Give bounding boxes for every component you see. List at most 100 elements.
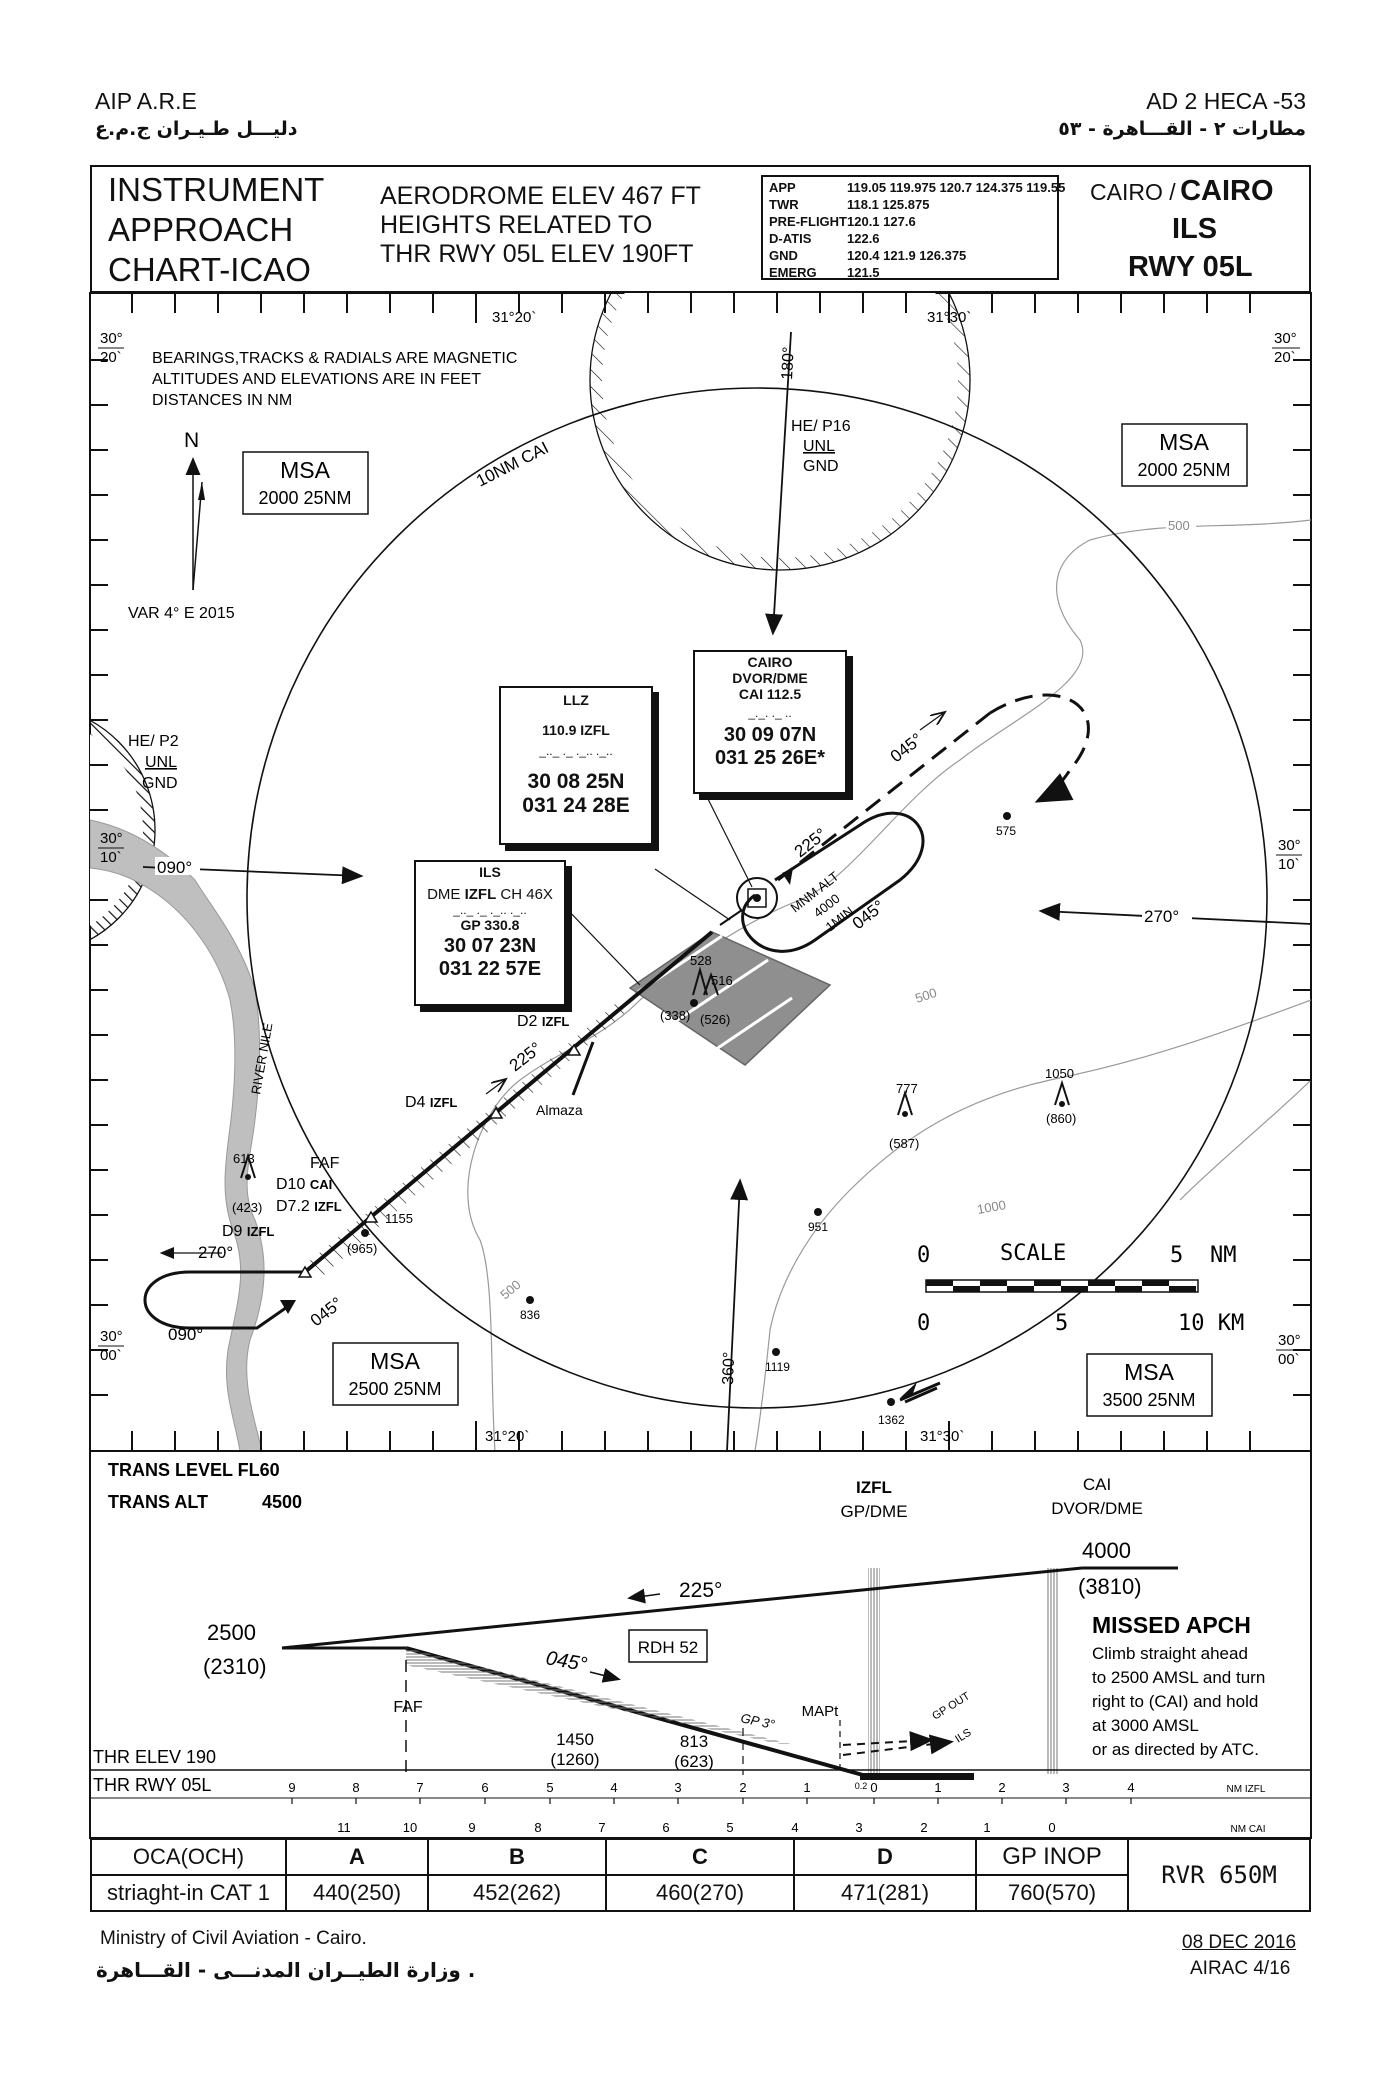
vor-dme-icon — [736, 877, 778, 919]
svg-text:3: 3 — [855, 1820, 862, 1835]
profile-outbound-line — [281, 1566, 1083, 1650]
llz-morse: _.._ ._ ._.. ._.. — [539, 744, 613, 758]
alt-2500: 2500 — [207, 1620, 256, 1645]
svg-text:1050: 1050 — [1045, 1066, 1074, 1081]
svg-text:3: 3 — [1062, 1780, 1069, 1795]
contour-label-500: 500 — [913, 985, 938, 1006]
svg-text:9: 9 — [288, 1780, 295, 1795]
contour-label-1000: 1000 — [976, 1197, 1007, 1217]
coord-lat-top-min: 20` — [100, 349, 122, 366]
note-line-2: ALTITUDES AND ELEVATIONS ARE IN FEET — [152, 371, 481, 388]
runway-name: RWY 05L — [1128, 251, 1253, 283]
aip-label: AIP A.R.E — [95, 88, 197, 114]
svg-text:3: 3 — [674, 1780, 681, 1795]
coord-lat-top-deg-r: 30° — [1274, 330, 1297, 347]
obstacle-icon — [692, 966, 708, 996]
llz-lat: 30 08 25N — [527, 770, 625, 793]
svg-text:4: 4 — [1127, 1780, 1134, 1795]
coord-lon-left-top: 31°20` — [492, 309, 536, 326]
variation-label: VAR 4° E 2015 — [128, 605, 235, 622]
aip-label-arabic: دليـــل طـيـران ج.م.ع — [95, 118, 298, 140]
coord-lon-left-bottom: 31°20` — [485, 1428, 529, 1445]
chart-type: INSTRUMENT APPROACH CHART-ICAO — [108, 171, 325, 288]
alt-1450: 1450 — [556, 1730, 594, 1749]
effective-date: 08 DEC 2016 — [1182, 1932, 1297, 1953]
minima-cat-d: D — [793, 1838, 977, 1876]
svg-text:1: 1 — [983, 1820, 990, 1835]
contour-1000 — [754, 999, 1311, 1451]
obstacle-icon — [703, 971, 719, 996]
runway-05c — [699, 996, 793, 1062]
spot-elevation-dot — [690, 999, 698, 1007]
ils-head: ILS — [479, 864, 501, 880]
holding-pattern-cai — [741, 811, 925, 953]
gp-out-label: GP OUT — [930, 1690, 972, 1723]
svg-text:1362: 1362 — [878, 1413, 905, 1427]
vor-info-box: CAIRO DVOR/DME CAI 112.5 _._. ._ .. 30 0… — [693, 650, 847, 794]
alt-4000: 4000 — [1082, 1538, 1131, 1563]
coord-lat-mid-min: 10` — [100, 849, 122, 866]
elev-516: 516 — [711, 973, 733, 988]
svg-text:2500 25NM: 2500 25NM — [348, 1379, 441, 1399]
svg-text:0: 0 — [1048, 1820, 1055, 1835]
coord-lat-top-min-r: 20` — [1274, 349, 1296, 366]
svg-text:MSA: MSA — [1159, 429, 1210, 455]
minima-col-head: OCA(OCH) — [90, 1838, 287, 1876]
svg-text:8: 8 — [534, 1820, 541, 1835]
svg-text:(965): (965) — [347, 1241, 377, 1256]
svg-text:10: 10 — [403, 1820, 417, 1835]
vor-lat: 30 09 07N — [723, 724, 817, 746]
track-045-profile: 045° — [544, 1647, 589, 1676]
chart-city: CAIRO / CAIRO — [1090, 175, 1274, 207]
p16-upper: UNL — [803, 438, 835, 455]
procedure-name: ILS — [1172, 213, 1218, 245]
llz-head: LLZ — [563, 692, 589, 708]
llz-freq: 110.9 IZFL — [542, 722, 610, 738]
izfl-label: IZFL — [856, 1478, 892, 1497]
minima-gp-inop: GP INOP — [975, 1838, 1129, 1876]
obstacle-clearance-surface — [406, 1648, 790, 1744]
svg-text:10 KM: 10 KM — [1178, 1311, 1244, 1336]
fix-d2-label: D2 IZFL — [517, 1013, 569, 1030]
minima-value-a: 440(250) — [285, 1874, 429, 1912]
svg-text:MSA: MSA — [280, 457, 331, 483]
ils-morse: _.._ ._ ._.. ._.. — [453, 903, 527, 917]
svg-text:951: 951 — [808, 1220, 828, 1234]
svg-text:836: 836 — [520, 1308, 540, 1322]
coord-lat-mid-min-r: 10` — [1278, 856, 1300, 873]
ministry-label: Ministry of Civil Aviation - Cairo. — [100, 1928, 367, 1949]
svg-text:777: 777 — [896, 1081, 918, 1096]
p2-lower: GND — [142, 775, 178, 792]
profile-frame — [89, 1450, 1312, 1839]
rdh-box — [628, 1629, 708, 1663]
msa-box: MSA 3500 25NM — [1086, 1353, 1213, 1417]
minima-table: OCA(OCH) A B C D GP INOP RVR 650M striag… — [90, 1838, 1311, 1912]
track-360-label: 360° — [720, 1351, 738, 1385]
trans-alt-label: TRANS ALT — [108, 1492, 208, 1512]
coord-lat-top-deg: 30° — [100, 330, 123, 347]
note-line-3: DISTANCES IN NM — [152, 392, 292, 409]
minima-row-label: striaght-in CAT 1 — [90, 1874, 287, 1912]
fix-d4-label: D4 IZFL — [405, 1094, 457, 1111]
svg-text:2000 25NM: 2000 25NM — [258, 488, 351, 508]
vor-head: CAIRO — [747, 654, 793, 670]
minima-rvr: RVR 650M — [1127, 1838, 1311, 1912]
coord-lat-mid-deg: 30° — [100, 830, 123, 847]
elev-526: (526) — [700, 1012, 730, 1027]
trans-level: TRANS LEVEL FL60 — [108, 1460, 280, 1480]
lead-in-arrow-icon — [899, 1381, 941, 1404]
svg-text:SCALE: SCALE — [1000, 1241, 1066, 1266]
svg-text:NM: NM — [1210, 1243, 1237, 1268]
freq-row: PRE-FLIGHT120.1 127.6 — [769, 214, 916, 229]
missed-apch-gp-out — [842, 1731, 934, 1752]
izfl-column — [868, 1568, 880, 1774]
svg-text:6: 6 — [481, 1780, 488, 1795]
runway-profile — [860, 1773, 974, 1780]
svg-text:MSA: MSA — [1124, 1359, 1175, 1385]
coord-lat-bot-deg: 30° — [100, 1328, 123, 1345]
alt-623: (623) — [674, 1752, 714, 1771]
msa-box: MSA 2500 25NM — [332, 1342, 459, 1406]
